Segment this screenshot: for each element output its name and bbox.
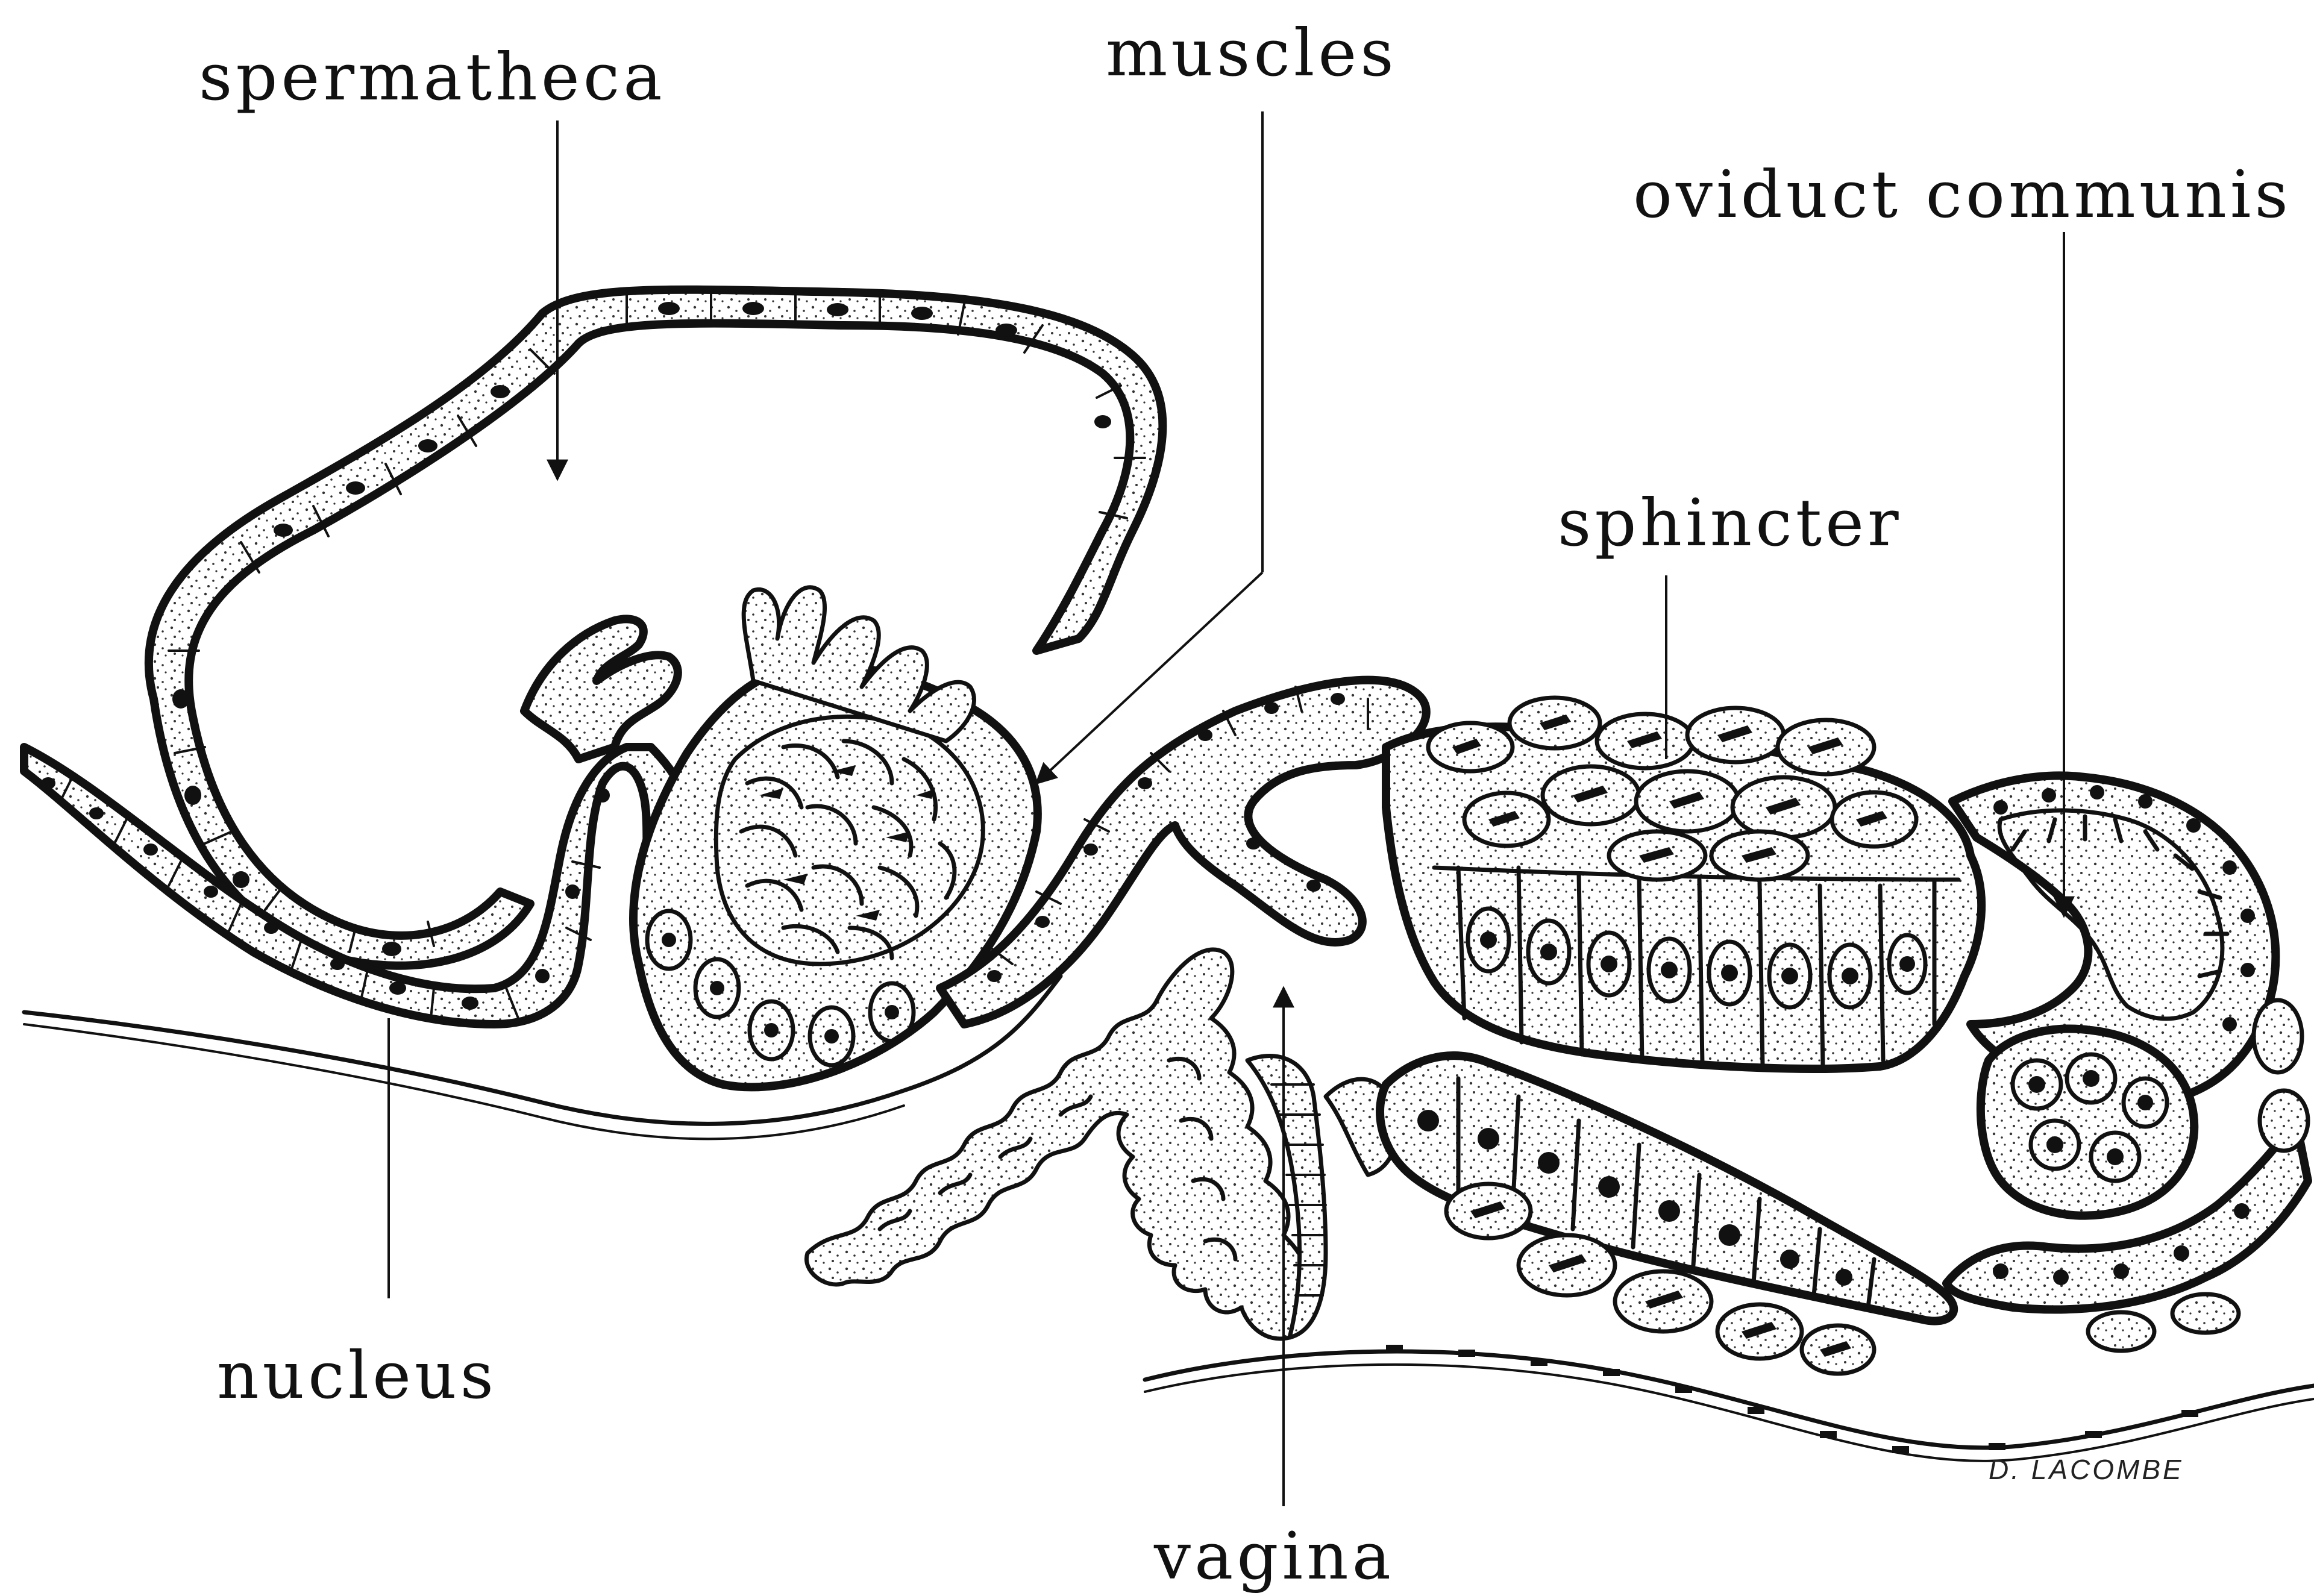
label-vagina: vagina: [1153, 1519, 1394, 1594]
lower-duct: [1380, 1056, 1954, 1374]
left-duct: [24, 747, 699, 1024]
label-oviduct-communis: oviduct communis: [1633, 157, 2292, 233]
oviduct-communis: [1946, 775, 2308, 1351]
label-spermatheca: spermatheca: [199, 40, 666, 115]
sphincter-region: [1386, 698, 1981, 1069]
label-muscles: muscles: [1106, 16, 1397, 91]
label-nucleus: nucleus: [217, 1338, 497, 1413]
label-sphincter: sphincter: [1558, 486, 1902, 561]
artist-signature: D. LACOMBE: [1989, 1454, 2184, 1485]
